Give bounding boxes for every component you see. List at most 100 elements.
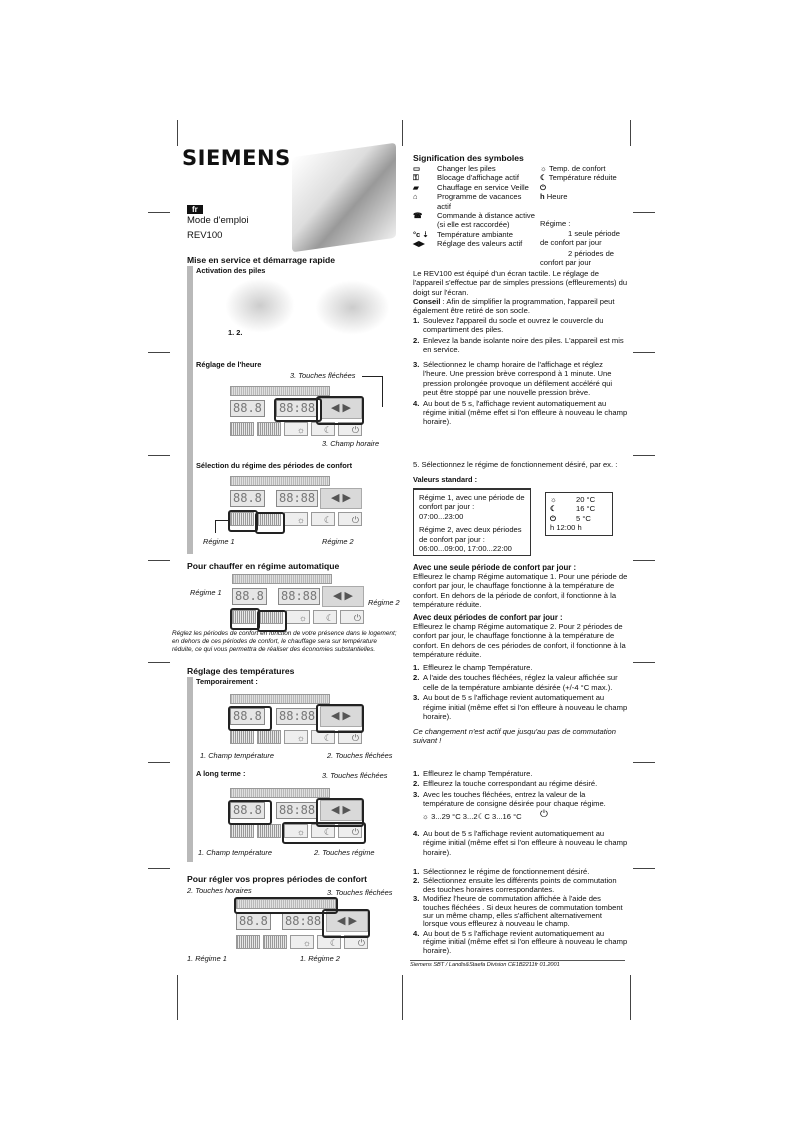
highlight bbox=[316, 798, 364, 827]
footer-divider bbox=[410, 960, 625, 961]
reduced-button[interactable]: ☾ bbox=[311, 512, 335, 526]
symbol-list: ▭Changer les piles⚿Blocage d'affichage a… bbox=[413, 164, 537, 249]
time-bar[interactable] bbox=[230, 476, 330, 486]
two-period-text: Effleurez le champ Régime automatique 2.… bbox=[413, 622, 626, 660]
standby-button[interactable]: ⏻ bbox=[338, 824, 362, 838]
regime-1-button[interactable] bbox=[232, 610, 256, 624]
time-field[interactable]: 88:88 bbox=[276, 802, 319, 819]
regime-label: Régime : bbox=[540, 219, 571, 228]
footer-text: Siemens SBT / Landis&Staefa Division CE1… bbox=[410, 962, 560, 968]
crop-mark bbox=[633, 352, 655, 353]
time-bar[interactable] bbox=[230, 386, 330, 396]
temperature-field[interactable]: 88.8 bbox=[230, 490, 265, 507]
reduced-button[interactable]: ☾ bbox=[317, 935, 341, 949]
language-badge: fr bbox=[187, 205, 203, 214]
left-arrow-icon[interactable]: ◀ bbox=[331, 492, 340, 504]
callout-label: Régime 2 bbox=[368, 598, 400, 607]
time-field[interactable]: 88:88 bbox=[276, 708, 319, 725]
reduced-button[interactable]: ☾ bbox=[313, 610, 337, 624]
time-field[interactable]: 88:88 bbox=[282, 913, 325, 930]
reduced-button[interactable]: ☾ bbox=[311, 422, 335, 436]
time-bar[interactable] bbox=[230, 694, 330, 704]
regime-1-button[interactable] bbox=[230, 512, 254, 526]
right-arrow-icon[interactable]: ▶ bbox=[348, 915, 357, 927]
highlight bbox=[234, 897, 338, 914]
crop-mark bbox=[633, 455, 655, 456]
standby-button[interactable]: ⏻ bbox=[338, 422, 362, 436]
comfort-button[interactable]: ☼ bbox=[284, 422, 308, 436]
left-arrow-icon[interactable]: ◀ bbox=[331, 804, 340, 816]
right-arrow-icon[interactable]: ▶ bbox=[342, 804, 351, 816]
right-arrow-icon[interactable]: ▶ bbox=[342, 710, 351, 722]
standby-button[interactable]: ⏻ bbox=[340, 610, 364, 624]
callout-label: 1. Régime 1 bbox=[187, 954, 227, 963]
time-bar[interactable] bbox=[232, 574, 332, 584]
phone-icon: ☎ bbox=[413, 211, 423, 221]
regime-2-button[interactable] bbox=[257, 422, 281, 436]
left-arrow-icon[interactable]: ◀ bbox=[337, 915, 346, 927]
comfort-button[interactable]: ☼ bbox=[290, 935, 314, 949]
comfort-button[interactable]: ☼ bbox=[284, 824, 308, 838]
regime-1-button[interactable] bbox=[230, 730, 254, 744]
arrows-icon: ◀▶ bbox=[413, 239, 425, 249]
right-arrow-icon[interactable]: ▶ bbox=[342, 492, 351, 504]
steps-list: 1.Effleurez le champ Température.2.Effle… bbox=[413, 769, 628, 810]
arrow-buttons[interactable]: ◀ ▶ bbox=[320, 706, 362, 727]
std-hour: h 12:00 h bbox=[550, 523, 582, 533]
left-arrow-icon[interactable]: ◀ bbox=[331, 710, 340, 722]
section-bar bbox=[187, 677, 193, 862]
left-arrow-icon[interactable]: ◀ bbox=[331, 402, 340, 414]
std-regime-1-time: 07:00...23:00 bbox=[419, 511, 464, 521]
time-field[interactable]: 88:88 bbox=[276, 490, 319, 507]
standby-button[interactable]: ⏻ bbox=[338, 730, 362, 744]
time-field[interactable]: 88:88 bbox=[278, 588, 321, 605]
regime-1-button[interactable] bbox=[236, 935, 260, 949]
holiday-icon: ⌂ bbox=[413, 192, 418, 202]
comfort-button[interactable]: ☼ bbox=[286, 610, 310, 624]
right-arrow-icon[interactable]: ▶ bbox=[342, 402, 351, 414]
regime-2-button[interactable] bbox=[263, 935, 287, 949]
std-value: ☾16 °C bbox=[550, 504, 596, 514]
standby-button[interactable]: ⏻ bbox=[338, 512, 362, 526]
crop-mark bbox=[148, 560, 170, 561]
temperature-field[interactable]: 88.8 bbox=[232, 588, 267, 605]
callout-label: Régime 2 bbox=[322, 537, 354, 546]
arrow-buttons[interactable]: ◀ ▶ bbox=[322, 586, 364, 607]
callout-label: 3. Touches fléchées bbox=[327, 888, 393, 897]
temperature-field[interactable]: 88.8 bbox=[236, 913, 271, 930]
symbols-title: Signification des symboles bbox=[413, 153, 524, 163]
callout-label: 2. Touches horaires bbox=[187, 886, 252, 895]
crop-mark bbox=[633, 868, 655, 869]
time-bar[interactable] bbox=[230, 788, 330, 798]
standby-button[interactable]: ⏻ bbox=[344, 935, 368, 949]
right-arrow-icon[interactable]: ▶ bbox=[344, 590, 353, 602]
temp-note: Ce changement n'est actif que jusqu'au p… bbox=[413, 727, 616, 746]
regime-1-button[interactable] bbox=[230, 824, 254, 838]
time-field[interactable]: 88:88 bbox=[276, 400, 319, 417]
time-bar[interactable] bbox=[236, 899, 336, 909]
symbol-item: ▭Changer les piles bbox=[413, 164, 496, 173]
step-5: 5. Sélectionnez le régime de fonctionnem… bbox=[413, 460, 618, 469]
temperature-field[interactable]: 88.8 bbox=[230, 802, 265, 819]
symbol-item: ☼ Temp. de confort bbox=[540, 164, 606, 173]
comfort-button[interactable]: ☼ bbox=[284, 730, 308, 744]
temperature-field[interactable]: 88.8 bbox=[230, 708, 265, 725]
left-arrow-icon[interactable]: ◀ bbox=[333, 590, 342, 602]
section-title: Réglage des températures bbox=[187, 666, 295, 676]
reduced-button[interactable]: ☾ bbox=[311, 824, 335, 838]
temperature-field[interactable]: 88.8 bbox=[230, 400, 265, 417]
arrow-buttons[interactable]: ◀ ▶ bbox=[320, 800, 362, 821]
arrow-buttons[interactable]: ◀ ▶ bbox=[326, 911, 368, 932]
comfort-button[interactable]: ☼ bbox=[284, 512, 308, 526]
symbol-item: ⏻ bbox=[540, 183, 630, 192]
regime-1-button[interactable] bbox=[230, 422, 254, 436]
power-icon: ⏻ bbox=[550, 513, 557, 523]
reduced-button[interactable]: ☾ bbox=[311, 730, 335, 744]
subsection-title: Réglage de l'heure bbox=[196, 360, 262, 369]
arrow-buttons[interactable]: ◀ ▶ bbox=[320, 488, 362, 509]
thermometer-icon: °c ⇣ bbox=[413, 229, 429, 239]
regime-2-button[interactable] bbox=[257, 730, 281, 744]
regime-2-button[interactable] bbox=[257, 824, 281, 838]
model-name: REV100 bbox=[187, 230, 223, 241]
